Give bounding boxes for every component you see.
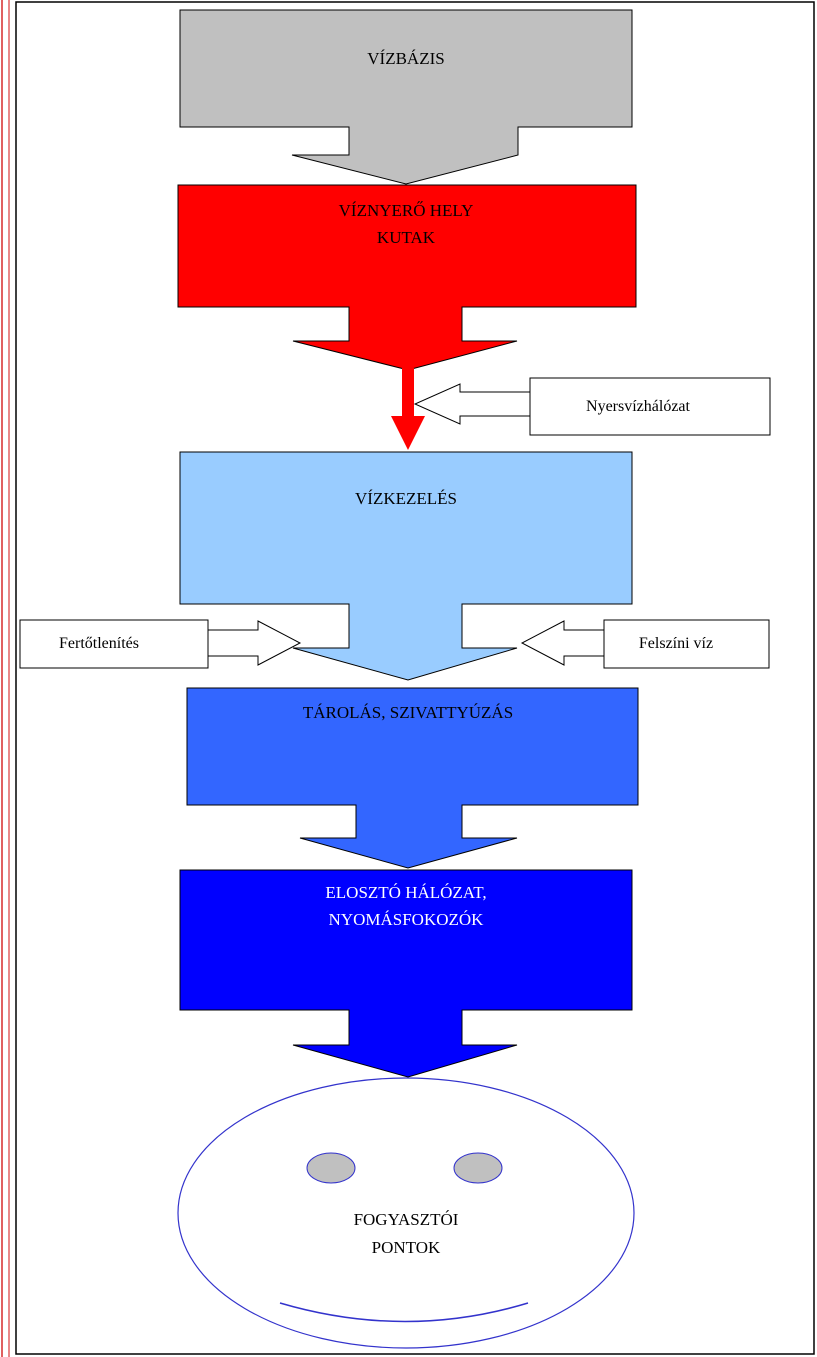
stage-viznyero-label-line2: KUTAK [377, 228, 436, 247]
stage-viznyero-label-line1: VÍZNYERŐ HELY [339, 201, 474, 220]
nyersviz-box [529, 377, 771, 436]
stage-eloszto-arrow [179, 869, 633, 1078]
felszini-input-arrow [520, 620, 605, 666]
stage-vizkezeles-arrow [179, 451, 633, 681]
consumer-face-outline [177, 1077, 635, 1349]
fertotlenites-label: Fertőtlenítés [59, 635, 139, 652]
nyersviz-label: Nyersvízhálózat [586, 398, 691, 415]
stage-eloszto-label-line1: ELOSZTÓ HÁLÓZAT, [325, 883, 486, 902]
stage-tarolas-label: TÁROLÁS, SZIVATTYÚZÁS [303, 703, 513, 722]
stage-eloszto-label-line2: NYOMÁSFOKOZÓK [329, 910, 485, 929]
stage-vizkezeles-label: VÍZKEZELÉS [355, 489, 457, 508]
consumer-face-right-eye [453, 1152, 503, 1184]
stage-vizbazis-arrow [179, 9, 633, 185]
stage-vizbazis-label: VÍZBÁZIS [367, 49, 444, 68]
fertotlenites-box [19, 619, 209, 669]
consumer-face-smile [279, 1302, 529, 1323]
fertotlenites-input-arrow [207, 620, 302, 666]
consumer-label-line2: PONTOK [372, 1238, 441, 1257]
consumer-face-left-eye [306, 1152, 356, 1184]
diagram-frame [15, 1, 815, 1355]
stage-tarolas-arrow [186, 687, 639, 869]
nyersviz-input-arrow [413, 383, 531, 425]
consumer-label-line1: FOGYASZTÓI [354, 1210, 459, 1229]
felszini-label: Felszíni víz [639, 635, 713, 652]
stage-viznyero-arrow [177, 184, 637, 371]
felszini-box [603, 619, 770, 669]
red-connector-arrow [391, 368, 425, 450]
